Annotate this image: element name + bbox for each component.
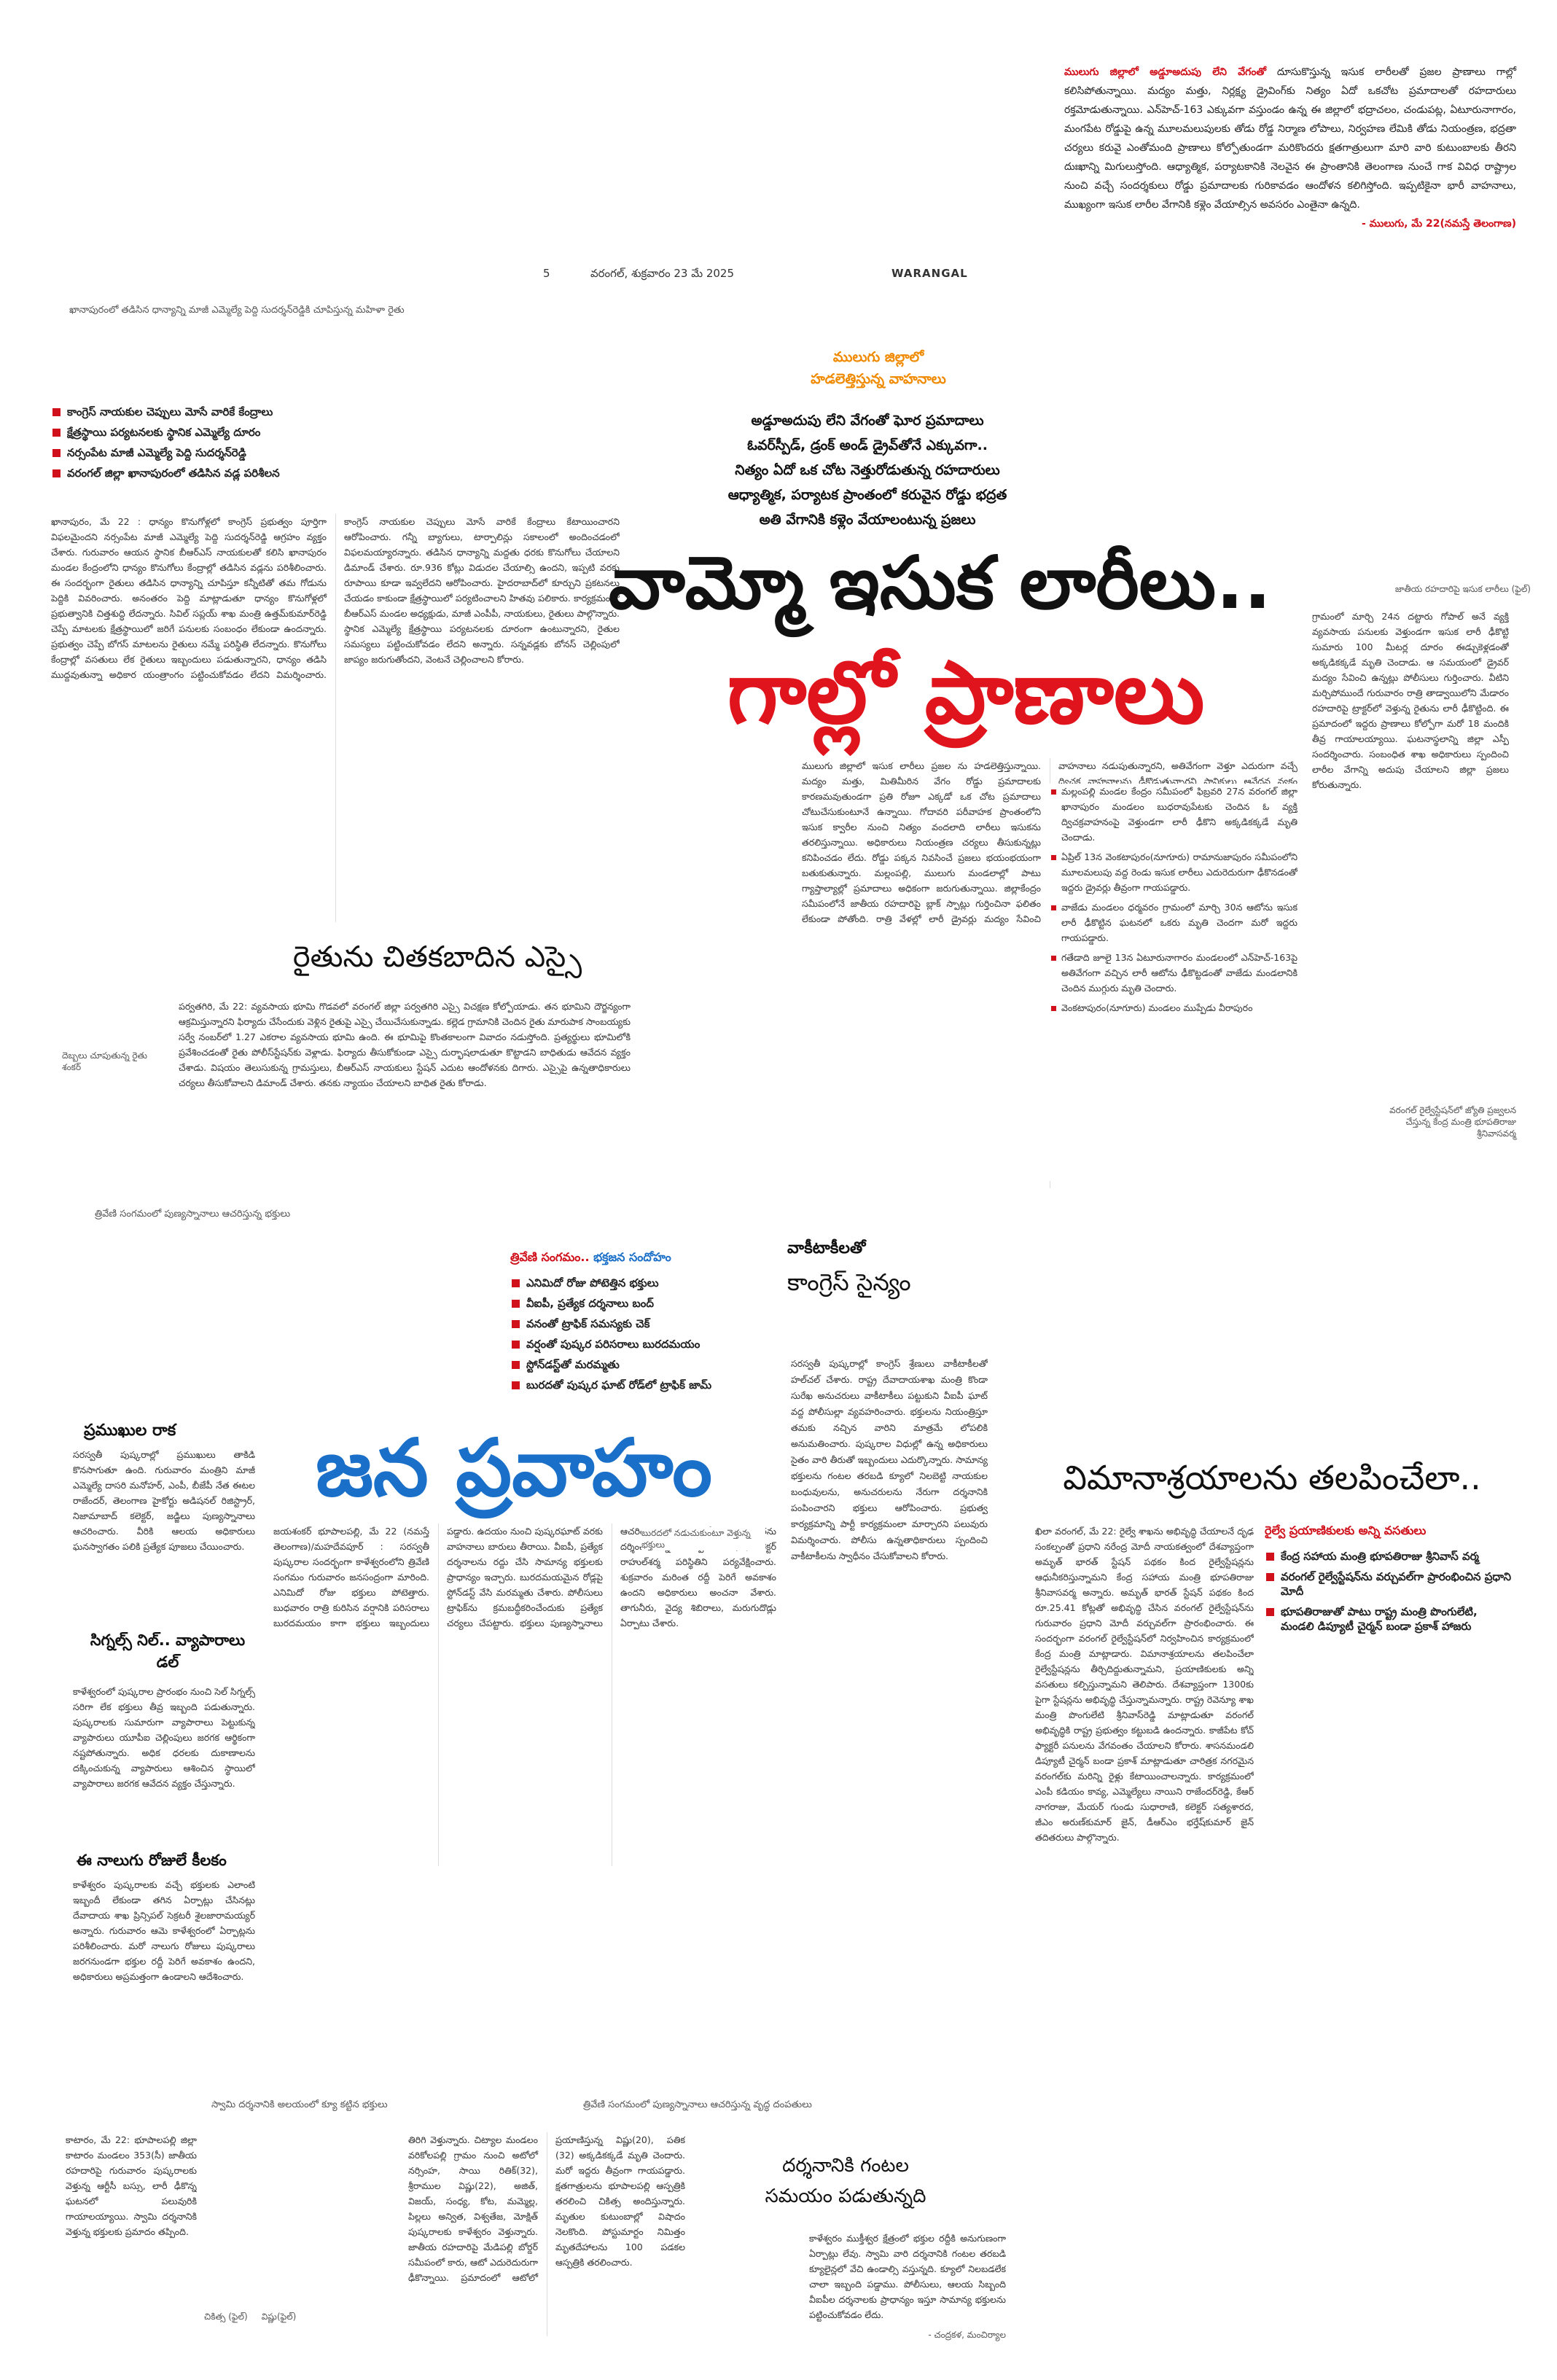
left-mid-sub2: సిగ్నల్స్‌ నిల్‌.. వ్యాపారాలు డల్‌ <box>90 1631 246 1671</box>
center-kicker-line2: హడలెత్తిస్తున్న వాహనాలు <box>811 371 946 387</box>
bullet-item: క్షేత్రస్థాయి పర్యటనలకు స్థానిక ఎమ్మెల్య… <box>51 425 299 440</box>
darshanam-headline-1: దర్శనానికి గంటల <box>782 2155 909 2177</box>
congress-kicker: వాకీటాకీలతో <box>787 1239 866 1257</box>
center-kicker-line1: ములుగు జిల్లాలో <box>832 349 924 365</box>
bullet-item: బురదతో పుష్కర ఘాట్‌ రోడ్‌లో ట్రాఫిక్‌ జా… <box>510 1378 751 1392</box>
center-decks: అడ్డూఅదుపు లేని వేగంతో ఘోర ప్రమాదాలు ఓవర… <box>641 408 1093 532</box>
darshanam-headline-2: సమయం పడుతున్నది <box>765 2185 926 2207</box>
deck-line: అడ్డూఅదుపు లేని వేగంతో ఘోర ప్రమాదాలు <box>751 413 984 429</box>
bullet-item: కేంద్ర సహాయ మంత్రి భూపతిరాజు శ్రీనివాస్‌… <box>1265 1549 1513 1564</box>
bottom-photo-caption-2: త్రివేణి సంగమంలో పుణ్యస్నానాలు ఆచరిస్తున… <box>583 2099 812 2110</box>
vimanasraya-bullets: కేంద్ర సహాయ మంత్రి భూపతిరాజు శ్రీనివాస్‌… <box>1265 1549 1513 1639</box>
left-mid-sub3: ఈ నాలుగు రోజులే కీలకం <box>77 1852 227 1869</box>
triveni-photo-caption-2: బురదలో నడుచుకుంటూ వెళ్తున్న భక్తులు <box>641 1527 765 1550</box>
vimanasraya-body-2 <box>1265 1658 1513 1899</box>
accident-item: గతేడాది జూలై 13న ఏటూరునాగారం మండలంలో ఎన్… <box>1050 950 1298 996</box>
folio: 5 వరంగల్‌, శుక్రవారం 23 మే 2025 WARANGAL <box>543 267 995 286</box>
bottom-left-body: కాటారం, మే 22: భూపాలపల్లి జిల్లా కాటారం … <box>66 2134 197 2237</box>
bottom-photo-caption-1: స్వామి దర్శనానికి అలయంలో క్యూ కట్టిన భక్… <box>211 2099 388 2110</box>
left-top-bullets: కాంగ్రెస్‌ నాయకుల చెప్పులు మోసే వారికే క… <box>51 405 299 486</box>
accident-item: ఏప్రిల్‌ 13న వెంకటాపురం(నూగూరు) రామానుజా… <box>1050 849 1298 895</box>
main-headline-1: వామ్మో ఇసుక లారీలు.. <box>609 540 1272 625</box>
top-right-dateline: - ములుగు, మే 22(నమస్తే తెలంగాణ) <box>1362 218 1516 230</box>
bottom-left-photo-labels: చికిత్స (ఫైల్‌) విష్ణు(ఫైల్‌) <box>204 2311 297 2322</box>
accident-text: గతేడాది జూలై 13న ఏటూరునాగారం మండలంలో ఎన్… <box>1061 952 1298 994</box>
top-right-text: దూసుకొస్తున్న ఇసుక లారీలతో ప్రజల ప్రాణాల… <box>1064 66 1517 211</box>
accident-text: మల్లంపల్లి మండల కేంద్రం సమీపంలో ఫిబ్రవరి… <box>1061 786 1298 843</box>
accident-text: వాజేడు మండలం ధర్మవరం గ్రామంలో మార్చి 30న… <box>1061 902 1298 943</box>
accident-text: వెంకటాపురం(నూగూరు) మండలం ముప్పేడు వీరాపు… <box>1061 1002 1253 1013</box>
left-mid-body2: కాళేశ్వరంలో పుష్కరాల ప్రారంభం నుంచి సెల్… <box>73 1686 255 1789</box>
left-mid-body1: సరస్వతీ పుష్కరాల్లో ప్రముఖులు తాకిడి కొన… <box>73 1449 255 1552</box>
center-kicker: ములుగు జిల్లాలో హడలెత్తిస్తున్న వాహనాలు <box>769 346 988 390</box>
top-right-lead: ములుగు జిల్లాలో అడ్డూఅదుపు లేని వేగంతో <box>1064 66 1267 78</box>
raithu-headline: రైతును చితకబాదిన ఎస్సై <box>292 940 582 974</box>
bullet-item: కాంగ్రెస్‌ నాయకుల చెప్పులు మోసే వారికే క… <box>51 405 299 419</box>
accident-item: వాజేడు మండలం ధర్మవరం గ్రామంలో మార్చి 30న… <box>1050 900 1298 945</box>
bottom-mid-body: తిరిగి వెళ్తున్నారు. చిట్యాల మండలం వరికో… <box>408 2134 685 2283</box>
triveni-body: జయశంకర్‌ భూపాలపల్లి, మే 22 (నమస్తే తెలంగ… <box>273 1526 776 1628</box>
left-top-body: ఖానాపురం, మే 22 : ధాన్యం కొనుగోళ్లలో కాం… <box>51 516 620 680</box>
deck-line: అతి వేగానికి కళ్లెం వేయాలంటున్న ప్రజలు <box>759 512 976 528</box>
triveni-bullets: ఎనిమిదో రోజు పోటెత్తిన భక్తులు వీఐపీ, ప్… <box>510 1276 751 1398</box>
bullet-item: నర్సంపేట మాజీ ఎమ్మెల్యే పెద్ది సుదర్శన్‌… <box>51 445 299 460</box>
top-right-story: ములుగు జిల్లాలో అడ్డూఅదుపు లేని వేగంతో ద… <box>1064 63 1516 303</box>
congress-body: సరస్వతీ పుష్కరాల్లో కాంగ్రెస్‌ శ్రేణులు … <box>791 1358 988 1561</box>
bullet-item: వీఐపీ, ప్రత్యేక దర్శనాలు బంద్‌ <box>510 1296 751 1311</box>
bullet-item: ఎనిమిదో రోజు పోటెత్తిన భక్తులు <box>510 1276 751 1290</box>
place-date: వరంగల్‌, శుక్రవారం 23 మే 2025 <box>590 267 735 280</box>
accident-item: వెంకటాపురం(నూగూరు) మండలం ముప్పేడు వీరాపు… <box>1050 1000 1298 1015</box>
accident-item: మల్లంపల్లి మండల కేంద్రం సమీపంలో ఫిబ్రవరి… <box>1050 784 1298 845</box>
triveni-headline: జన ప్రవాహం <box>315 1423 713 1514</box>
left-mid-body3: కాళేశ్వరం పుష్కరాలకు వచ్చే భక్తులకు ఎలాం… <box>73 1879 255 1982</box>
bullet-item: వర్షంతో పుష్కర పరిసరాలు బురదమయం <box>510 1337 751 1351</box>
vimanasraya-body: ఖిలా వరంగల్‌, మే 22: రైల్వే శాఖను అభివృద… <box>1035 1526 1254 1843</box>
triveni-kicker: త్రివేణి సంగమం.. భక్తజన సందోహం <box>510 1250 802 1267</box>
lorry-accidents: మల్లంపల్లి మండల కేంద్రం సమీపంలో ఫిబ్రవరి… <box>1050 784 1298 1181</box>
vimanasraya-photo-caption: వరంగల్‌ రైల్వేస్టేషన్‌లో జ్యోతి ప్రజ్వలన… <box>1389 1105 1516 1139</box>
lorry-photo-side-text: గ్రామంలో మార్చి 24న దట్టారు గోపాల్‌ అనే … <box>1312 611 1509 790</box>
left-mid-sub1: ప్రముఖుల రాక <box>84 1421 176 1440</box>
darshanam-body: కాళేశ్వరం ముక్తీశ్వర క్షేత్రంలో భక్తుల ర… <box>809 2233 1006 2320</box>
vimanasraya-red-kicker: రైల్వే ప్రయాణికులకు అన్ని వసతులు <box>1265 1523 1427 1537</box>
vimanasraya-headline: విమానాశ్రయాలను తలపించేలా.. <box>1063 1458 1481 1497</box>
triveni-photo-caption: త్రివేణి సంగమంలో పుణ్యస్నానాలు ఆచరిస్తున… <box>95 1209 291 1220</box>
page-number: 5 <box>543 267 550 280</box>
main-headline-2: గాల్లో ప్రాణాలు <box>727 642 1205 743</box>
congress-headline: కాంగ్రెస్‌ సైన్యం <box>787 1268 911 1296</box>
left-photo-caption: ఖానాపురంలో తడిసిన ధాన్యాన్ని మాజీ ఎమ్మెల… <box>69 305 405 316</box>
darshanam-byline: - చంద్రకళ, మంచిర్యాల <box>928 2330 1006 2340</box>
triveni-kicker-red: త్రివేణి సంగమం.. <box>510 1250 590 1264</box>
bullet-item: వనంతో ట్రాఫిక్‌ సమస్యకు చెక్‌ <box>510 1316 751 1331</box>
darshanam-headline: దర్శనానికి గంటల సమయం పడుతున్నది <box>700 2150 991 2212</box>
triveni-kicker-blue: భక్తజన సందోహం <box>593 1250 671 1264</box>
deck-line: ఆధ్యాత్మిక, పర్యాటక ప్రాంతంలో కరువైన రోడ… <box>727 487 1007 503</box>
section-name: WARANGAL <box>891 267 968 280</box>
bullet-item: వరంగల్‌ రైల్వేస్టేషన్‌ను వర్చువల్‌గా ప్ర… <box>1265 1569 1513 1599</box>
bullet-item: వరంగల్‌ జిల్లా ఖానాపురంలో తడిసిన వడ్ల పర… <box>51 466 299 480</box>
bullet-item: భూపతిరాజుతో పాటు రాష్ట్ర మంత్రి పొంగులేట… <box>1265 1604 1513 1634</box>
lorry-photo-caption: జాతీయ రహదారిపై ఇసుక లారీలు (ఫైల్‌) <box>1394 584 1531 594</box>
raithu-photo-caption: దెబ్బలు చూపుతున్న రైతు శంకర్‌ <box>62 1050 148 1072</box>
accident-text: ఏప్రిల్‌ 13న వెంకటాపురం(నూగూరు) రామానుజా… <box>1061 851 1298 893</box>
deck-line: ఓవర్‌స్పీడ్‌, డ్రంక్‌ అండ్‌ డ్రైవ్‌తోనే … <box>747 437 988 453</box>
bullet-item: స్టోన్‌డస్ట్‌తో మరమ్మతు <box>510 1357 751 1372</box>
deck-line: నిత్యం ఏదో ఒక చోట నెత్తురోడుతున్న రహదారు… <box>735 462 1000 478</box>
raithu-body: పర్వతగిరి, మే 22: వ్యవసాయ భూమి గొడవలో వర… <box>179 1001 631 1088</box>
